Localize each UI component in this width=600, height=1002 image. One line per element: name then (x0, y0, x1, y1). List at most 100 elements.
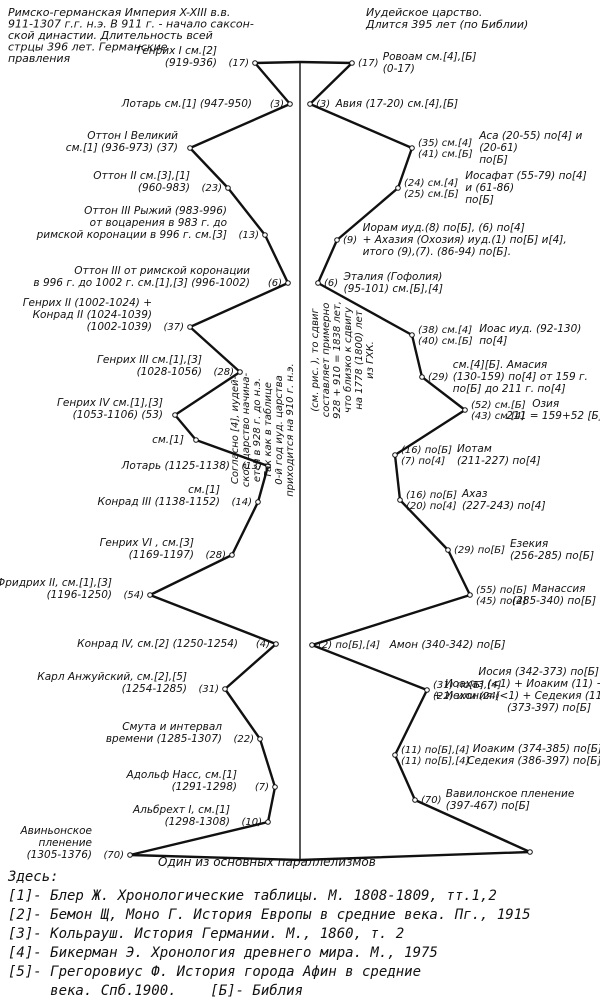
vertex-node (225, 185, 231, 191)
left-entry-text: Генрих VI , см.[3] (100, 537, 194, 549)
reference-line: [2]- Бемон Щ, Моно Г. История Европы в с… (8, 907, 531, 923)
right-entry-text: (373-397) по[Б] (507, 702, 591, 714)
left-header-line: правления (8, 52, 71, 65)
right-duration: (29) по[Б] (454, 545, 505, 556)
vertex-node (265, 463, 271, 469)
left-labels: Генрих I см.[2](919-936)(17)Лотарь см.[1… (0, 45, 284, 861)
right-entry-text: (130-159) по[4] от 159 г. (453, 371, 588, 383)
left-entry-text: Смута и интервал (122, 721, 222, 733)
vertex-node (462, 407, 468, 413)
vertex-node (187, 324, 193, 330)
right-duration: (38) см.[4] (418, 325, 472, 336)
right-entry-text: Иоас иуд. (92-130) (479, 323, 581, 335)
left-entry-text: пленение (38, 837, 92, 849)
right-entry-text: Иотам (457, 443, 492, 455)
left-entry-text: (1169-1197) (129, 549, 194, 561)
right-duration: (20) по[4] (406, 501, 457, 512)
reference-line: [5]- Грегоровиус Ф. История города Афин … (8, 964, 422, 980)
left-duration: (22) (233, 734, 254, 745)
left-entry-text: Оттон III от римской коронации (74, 265, 250, 277)
right-duration: (55) по[Б] (476, 585, 527, 596)
vertical-note-right-line: на 1778 (1800) лет (354, 309, 365, 409)
left-entry-text: Авиньонское (19, 825, 92, 837)
right-entry-text: Иоахаз (<1) + Иоаким (11) + (445, 678, 600, 690)
right-duration: (29) (428, 372, 449, 383)
left-entry-text: (1305-1376) (27, 849, 92, 861)
left-duration: (6) (268, 278, 282, 289)
right-entry-text: Вавилонское пленение (446, 788, 575, 800)
right-duration: (41) см.[Б] (418, 149, 473, 160)
vertex-node (392, 752, 398, 758)
right-entry-text: (95-101) см.[Б],[4] (344, 283, 443, 295)
left-duration: (3) (270, 99, 284, 110)
reference-line: [1]- Блер Ж. Хронологические таблицы. М.… (8, 888, 497, 904)
right-entry-text: 211 = 159+52 [Б] (506, 410, 600, 422)
left-entry-text: (1028-1056) (137, 366, 202, 378)
left-entry-text: Альбрехт I, см.[1] (132, 804, 230, 816)
right-duration: (31) по[Б],[4] (433, 680, 501, 691)
left-header-line: ской династии. Длительность всей (8, 29, 213, 42)
left-entry-text: в 996 г. до 1002 г. см.[1],[3] (996-1002… (33, 277, 250, 289)
vertex-node (409, 332, 415, 338)
left-entry-text: Фридрих II, см.[1],[3] (0, 577, 112, 589)
vertex-node (287, 101, 293, 107)
right-entry-text: и (61-86) (465, 182, 514, 194)
vertex-node (309, 642, 315, 648)
vertex-node (315, 280, 321, 286)
vertex-node (222, 686, 228, 692)
node-markers (127, 60, 533, 858)
vertical-note-left-line: ется в 928 г. до н.э. (252, 378, 263, 482)
vertical-note-left-line: 0-й год иуд. царства (274, 375, 285, 484)
vertex-node (273, 641, 279, 647)
right-entry-text: + Иехония (<1) + Седекия (11). (433, 690, 600, 702)
right-entry-text: Езекия (510, 538, 548, 550)
left-duration: (13) (241, 461, 262, 472)
left-entry-text: Генрих IV см.[1],[3] (57, 397, 163, 409)
left-entry-text: (1298-1308) (165, 816, 230, 828)
right-entry-text: по[4] (479, 335, 507, 347)
left-duration: (4) (256, 639, 270, 650)
right-entry-text: Ровоам см.[4],[Б] (383, 51, 477, 63)
left-duration: (28) (205, 550, 226, 561)
left-duration: (70) (103, 850, 124, 861)
right-duration: (11) по[Б],[4] (401, 745, 469, 756)
vertex-node (255, 499, 261, 505)
right-entry-text: итого (9),(7). (86-94) по[Б]. (363, 246, 511, 258)
right-duration: (3) (316, 99, 330, 110)
vertical-note-right-line: что близко к сдвигу (342, 306, 354, 413)
right-header-line: Иудейское царство. (366, 6, 482, 19)
headers: Римско-германская Империя X-XIII в.в.911… (8, 6, 528, 65)
right-duration: (24) см.[4] (404, 178, 458, 189)
vertex-node (412, 797, 418, 803)
vertex-node (392, 452, 398, 458)
right-entry-text: (20-61) (479, 142, 518, 154)
right-entry-text: (211-227) по[4] (457, 455, 541, 467)
right-entry-text: по[Б] до 211 г. по[4] (453, 383, 566, 395)
left-entry-text: Оттон I Великий (87, 130, 178, 142)
right-entry-text: по[Б] (465, 194, 494, 206)
vertical-note-right-line: 928 + 910 = 1838 лет, (332, 301, 343, 419)
vertex-node (424, 687, 430, 693)
right-entry-text: Манассия (532, 583, 585, 595)
right-entry-text: Иосия (342-373) по[Б] (478, 666, 599, 678)
left-duration: (7) (255, 782, 269, 793)
figure-caption: Один из основных параллелизмов (158, 855, 376, 869)
left-entry-text: см.[1] (152, 434, 184, 446)
right-duration: (16) по[Б] (406, 490, 457, 501)
left-entry-text: (1196-1250) (47, 589, 112, 601)
right-duration: (43) см.[4] (471, 411, 525, 422)
left-entry-text: от воцарения в 983 г. до (90, 217, 227, 229)
right-entry-text: по[Б] (479, 154, 508, 166)
right-duration: (70) (421, 795, 442, 806)
right-duration: (40) см.[Б] (418, 336, 473, 347)
left-entry-text: Конрад III (1138-1152) (98, 496, 221, 508)
vertical-note-left-line: приходится на 910 г. н.э. (285, 363, 296, 496)
vertex-node (419, 374, 425, 380)
left-duration: (31) (198, 684, 219, 695)
left-entry-text: (1002-1039) (87, 321, 152, 333)
left-header-line: 911-1307 г.г. н.э. В 911 г. - начало сак… (8, 18, 254, 31)
left-entry-text: см.[1] (188, 484, 220, 496)
reference-line: века. Спб.1900. [Б]- Библия (8, 983, 304, 999)
right-duration: (2) по[Б],[4] (318, 640, 380, 651)
